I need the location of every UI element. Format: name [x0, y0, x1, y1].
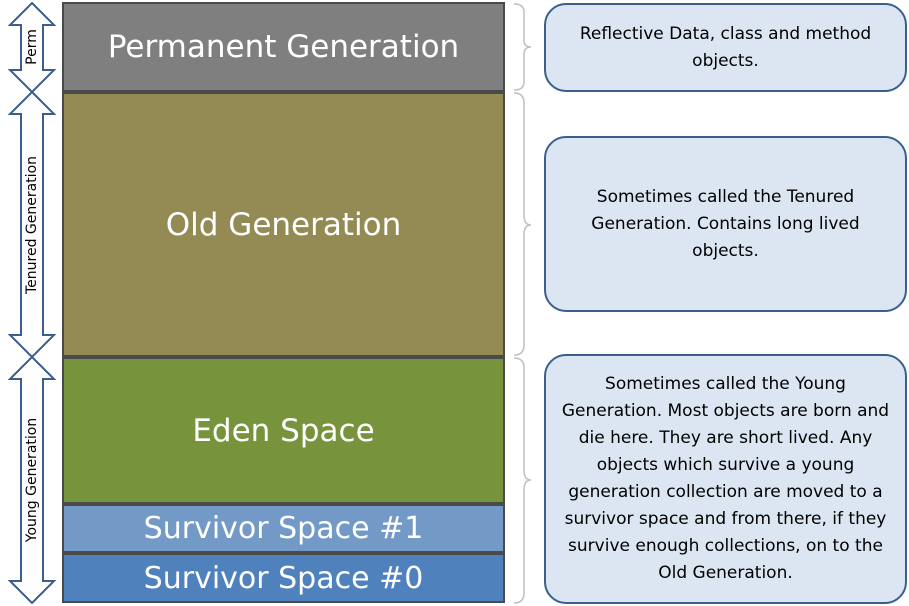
- young-generation-description-text: Sometimes called the Young Generation. M…: [561, 374, 890, 583]
- old-generation-label: Old Generation: [165, 206, 402, 243]
- survivor-space-1-label: Survivor Space #1: [143, 511, 424, 546]
- old-generation-description-text: Sometimes called the Tenured Generation.…: [591, 186, 860, 261]
- perm-brace: [513, 3, 532, 91]
- young-brace: [513, 357, 532, 604]
- survivor-space-0-label: Survivor Space #0: [143, 560, 424, 596]
- old-generation-description-note: Sometimes called the Tenured Generation.…: [544, 136, 907, 312]
- young-generation-description-note: Sometimes called the Young Generation. M…: [544, 354, 907, 604]
- permanent-generation-block: Permanent Generation: [62, 2, 505, 92]
- young-range-arrow: [7, 355, 57, 605]
- old-generation-block: Old Generation: [62, 92, 505, 357]
- eden-space-block: Eden Space: [62, 357, 505, 504]
- perm-description-text: Reflective Data, class and method object…: [579, 23, 872, 71]
- permanent-generation-label: Permanent Generation: [107, 29, 460, 65]
- perm-description-note: Reflective Data, class and method object…: [544, 3, 907, 92]
- eden-space-label: Eden Space: [192, 412, 375, 449]
- survivor-space-0-block: Survivor Space #0: [62, 553, 505, 603]
- generation-arrows: [7, 1, 57, 605]
- survivor-space-1-block: Survivor Space #1: [62, 504, 505, 553]
- old-brace: [513, 92, 532, 356]
